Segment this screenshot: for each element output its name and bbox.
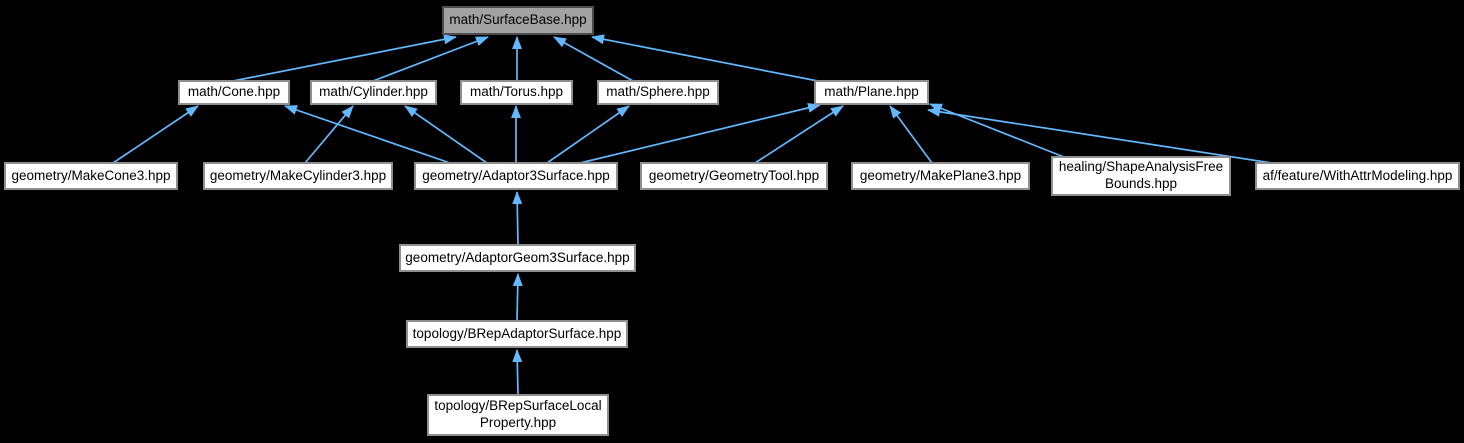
node-topology-brepadaptorsurface-hpp[interactable]: topology/BRepAdaptorSurface.hpp (406, 320, 628, 348)
node-geometry-makeplane3-hpp[interactable]: geometry/MakePlane3.hpp (851, 162, 1030, 190)
edge-geometry-adaptor3surface-hpp-to-math-cone-hpp (284, 105, 451, 164)
node-math-cone-hpp[interactable]: math/Cone.hpp (178, 80, 290, 105)
edge-math-cylinder-hpp-to-math-surfacebase-hpp (372, 36, 489, 82)
edge-geometry-geometrytool-hpp-to-math-plane-hpp (754, 105, 844, 164)
edge-geometry-adaptor3surface-hpp-to-math-plane-hpp (579, 102, 821, 164)
edge-geometry-makeplane3-hpp-to-math-plane-hpp (889, 105, 933, 164)
node-healing-shapeanalysisfreebounds-hpp[interactable]: healing/ShapeAnalysisFree Bounds.hpp (1051, 156, 1231, 196)
edge-geometry-adaptor3surface-hpp-to-math-cylinder-hpp (404, 105, 488, 164)
node-geometry-makecylinder3-hpp[interactable]: geometry/MakeCylinder3.hpp (203, 162, 393, 190)
edge-math-sphere-hpp-to-math-surfacebase-hpp (553, 36, 634, 82)
node-af-feature-withattrmodeling-hpp[interactable]: af/feature/WithAttrModeling.hpp (1255, 162, 1460, 190)
edge-geometry-makecylinder3-hpp-to-math-cylinder-hpp (304, 105, 354, 164)
edge-af-feature-withattrmodeling-hpp-to-math-plane-hpp (927, 106, 1273, 164)
node-math-surfacebase-hpp: math/SurfaceBase.hpp (442, 6, 594, 35)
edge-topology-brepsurfacelocalproperty-hpp-to-topology-brepadaptorsurface-hpp (512, 349, 523, 395)
edge-math-plane-hpp-to-math-surfacebase-hpp (591, 34, 819, 82)
node-geometry-adaptorgeom3surface-hpp[interactable]: geometry/AdaptorGeom3Surface.hpp (399, 244, 636, 272)
node-math-plane-hpp[interactable]: math/Plane.hpp (814, 80, 929, 105)
node-math-sphere-hpp[interactable]: math/Sphere.hpp (597, 80, 719, 105)
edge-geometry-makecone3-hpp-to-math-cone-hpp (112, 105, 199, 164)
edge-healing-shapeanalysisfreebounds-hpp-to-math-plane-hpp (929, 103, 1065, 158)
node-geometry-makecone3-hpp[interactable]: geometry/MakeCone3.hpp (4, 162, 178, 190)
node-geometry-geometrytool-hpp[interactable]: geometry/GeometryTool.hpp (640, 162, 828, 190)
node-math-cylinder-hpp[interactable]: math/Cylinder.hpp (310, 80, 437, 105)
edge-math-cone-hpp-to-math-surfacebase-hpp (232, 34, 457, 82)
node-geometry-adaptor3surface-hpp[interactable]: geometry/Adaptor3Surface.hpp (414, 162, 618, 190)
node-topology-brepsurfacelocalproperty-hpp[interactable]: topology/BRepSurfaceLocal Property.hpp (427, 394, 609, 436)
edge-topology-brepadaptorsurface-hpp-to-geometry-adaptorgeom3surface-hpp (512, 273, 523, 321)
edge-geometry-adaptor3surface-hpp-to-math-sphere-hpp (546, 105, 630, 164)
node-math-torus-hpp[interactable]: math/Torus.hpp (460, 80, 573, 105)
edge-geometry-adaptorgeom3surface-hpp-to-geometry-adaptor3surface-hpp (512, 191, 523, 245)
